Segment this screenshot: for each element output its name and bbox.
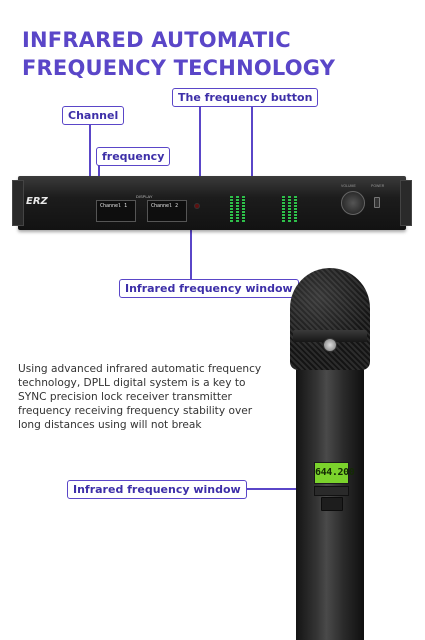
microphone-lcd: 644.200 [314,462,355,484]
description-line-4: frequency receiving frequency stability … [18,405,253,417]
display-label: DISPLAY [136,194,153,199]
page-headline: INFRARED AUTOMATIC FREQUENCY TECHNOLOGY [22,26,412,82]
lcd-channel-1-label: Channel 1 [100,203,128,209]
description-paragraph: Using advanced infrared automatic freque… [18,362,273,432]
callout-frequency-button: The frequency button [172,88,319,107]
callout-ir-window-mic: Infrared frequency window [67,480,247,499]
headline-line-1: INFRARED AUTOMATIC [22,28,291,52]
rack-ear-left [12,180,24,226]
signal-meter-5 [288,196,291,222]
signal-meter-4 [282,196,285,222]
power-switch[interactable] [374,197,380,208]
signal-meter-6 [294,196,297,222]
receiver-ir-window [194,203,200,209]
microphone-grille [290,268,370,370]
freq-button-leader-right [251,105,253,205]
receiver-lcd-channel-2: Channel 2 [147,200,187,222]
freq-button-leader-left [199,105,201,205]
microphone-ir-window [314,486,349,496]
callout-frequency: frequency [96,147,171,166]
channel-leader-v [89,123,91,203]
rack-ear-right [400,180,412,226]
receiver-lcd-channel-1: Channel 1 [96,200,136,222]
description-line-3: SYNC precision lock receiver transmitter [18,391,232,403]
description-line-1: Using advanced infrared automatic freque… [18,363,262,375]
lcd-channel-2-label: Channel 2 [151,203,179,209]
microphone-switch[interactable] [321,497,343,511]
wireless-receiver: ERZ DISPLAY Channel 1 Channel 2 VOLUME P… [12,176,412,230]
power-label: POWER [371,184,385,188]
receiver-brand-logo: ERZ [26,196,48,207]
signal-meter-3 [242,196,245,222]
microphone-badge-icon [323,338,337,352]
volume-label: VOLUME [341,184,356,188]
volume-knob[interactable] [341,191,365,215]
ir-receiver-leader [190,214,192,280]
ir-mic-leader [213,488,313,490]
description-line-2: technology, DPLL digital system is a key… [18,377,246,389]
callout-ir-window-receiver: Infrared frequency window [119,279,299,298]
signal-meter-2 [236,196,239,222]
headline-line-2: FREQUENCY TECHNOLOGY [22,56,336,80]
signal-meter-1 [230,196,233,222]
microphone-band [293,330,367,342]
description-line-5: long distances using will not break [18,419,202,431]
callout-channel: Channel [62,106,125,125]
